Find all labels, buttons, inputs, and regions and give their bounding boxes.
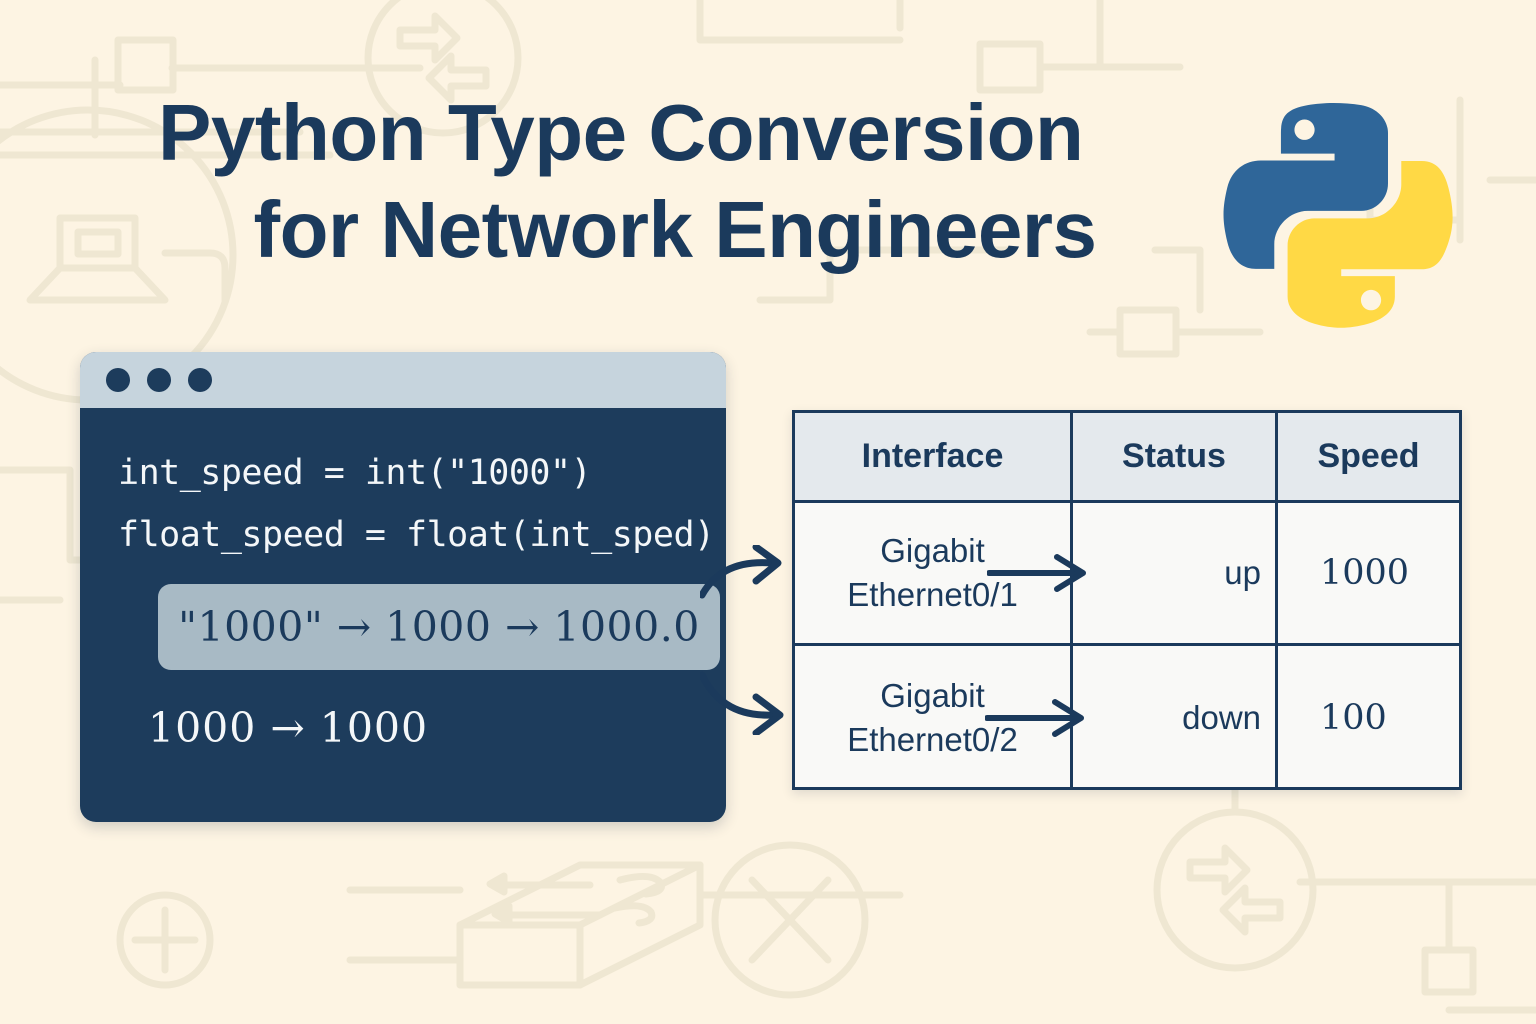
terminal-body: int_speed = int("1000") float_speed = fl… xyxy=(80,408,726,752)
table-header-row: Interface Status Speed xyxy=(795,413,1459,503)
interface-table: Interface Status Speed Gigabit Ethernet0… xyxy=(792,410,1462,790)
interface-name-line1: Gigabit xyxy=(880,532,985,569)
table-header-interface: Interface xyxy=(795,413,1073,500)
table-header-status: Status xyxy=(1073,413,1278,500)
cell-speed: 100 xyxy=(1320,697,1387,738)
code-terminal-window: int_speed = int("1000") float_speed = fl… xyxy=(80,352,726,822)
interface-name-line1: Gigabit xyxy=(880,676,985,714)
title-line-2: for Network Engineers xyxy=(253,185,1097,274)
conversion-highlight-box: "1000" → 1000 → 1000.0 xyxy=(158,584,720,670)
cell-status: up xyxy=(1073,503,1278,643)
maximize-dot-icon[interactable] xyxy=(188,368,212,392)
code-result-line: 1000 → 1000 xyxy=(148,704,429,752)
page-title: Python Type Conversion for Network Engin… xyxy=(150,84,1210,278)
title-line-1: Python Type Conversion xyxy=(158,88,1084,177)
cell-interface: Gigabit Ethernet0/1 xyxy=(795,503,1073,643)
terminal-titlebar xyxy=(80,352,726,408)
close-dot-icon[interactable] xyxy=(106,368,130,392)
table-row: Gigabit Ethernet0/1 up 1000 xyxy=(795,503,1459,646)
cell-interface: Gigabit Ethernet0/2 xyxy=(795,646,1073,789)
cell-status: down xyxy=(1073,646,1278,789)
cell-speed: 1000 xyxy=(1320,553,1410,593)
conversion-highlight-text: "1000" → 1000 → 1000.0 xyxy=(178,603,700,651)
table-header-speed: Speed xyxy=(1317,437,1420,475)
code-line-2: float_speed = float(int_sped) xyxy=(118,515,715,555)
interface-name-line2: Ethernet0/1 xyxy=(847,576,1018,613)
table-row: Gigabit Ethernet0/2 down 100 xyxy=(795,646,1459,789)
minimize-dot-icon[interactable] xyxy=(147,368,171,392)
python-logo xyxy=(1223,103,1453,328)
code-line-1: int_speed = int("1000") xyxy=(118,453,592,493)
interface-name-line2: Ethernet0/2 xyxy=(847,720,1018,758)
